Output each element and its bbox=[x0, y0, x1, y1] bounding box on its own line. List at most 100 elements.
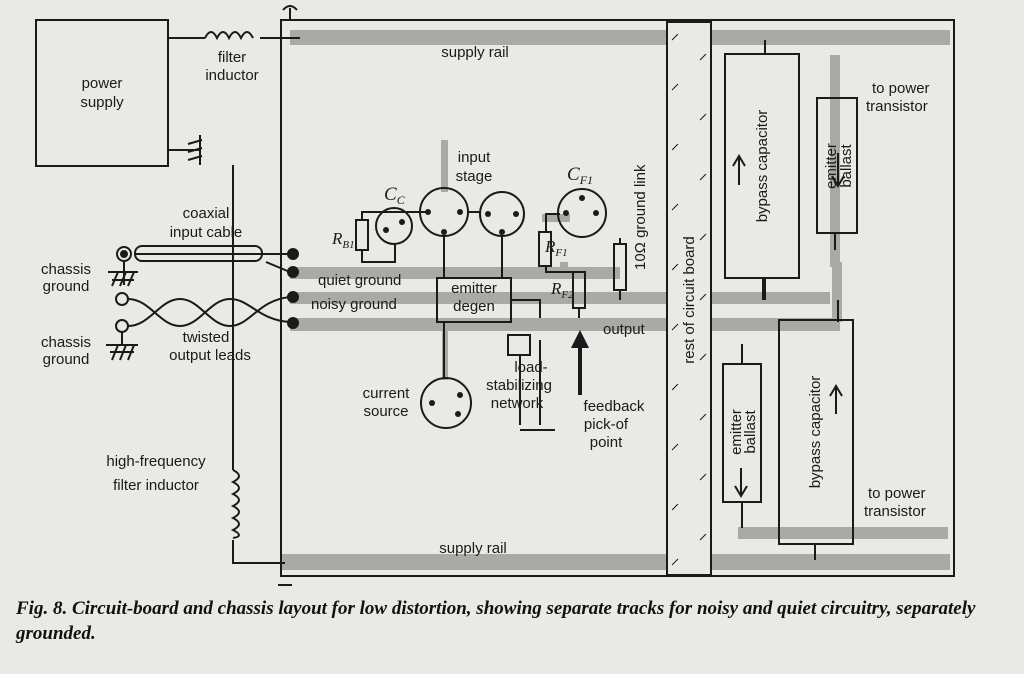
components bbox=[355, 40, 839, 431]
input-connections bbox=[106, 245, 299, 361]
top-antenna bbox=[282, 5, 298, 20]
supply-rail-top-label: supply rail bbox=[441, 44, 509, 61]
text-labels: power supply filter inductor supply rail… bbox=[41, 44, 930, 557]
rest-of-circuit-board-strip bbox=[666, 21, 712, 576]
supply-rail-top-track bbox=[290, 30, 950, 45]
chassis-ground-2-symbol bbox=[106, 332, 138, 361]
current-arrow-3 bbox=[734, 468, 748, 498]
emitter-ballast-top bbox=[816, 97, 858, 234]
quiet-ground-track bbox=[290, 267, 620, 279]
twisted-lead-node-2 bbox=[115, 319, 129, 333]
to-power-transistor-top-2: transistor bbox=[866, 98, 928, 115]
power-supply-box bbox=[35, 19, 169, 167]
cf-stub-track bbox=[542, 214, 570, 222]
supply-rail-bottom-track bbox=[280, 554, 950, 570]
emitter-degen-label-2: degen bbox=[453, 298, 495, 315]
filter-inductor-coil bbox=[204, 31, 254, 41]
rf-link-track bbox=[560, 262, 568, 274]
input-stage-label-2: stage bbox=[456, 168, 493, 185]
emitter-degen-label-1: emitter bbox=[451, 280, 497, 297]
quiet-ground-label: quiet ground bbox=[318, 272, 401, 289]
rb1-resistor bbox=[355, 219, 369, 251]
load-network-label-1: load- bbox=[514, 359, 547, 376]
hf-inductor-coil bbox=[230, 469, 240, 539]
component-wiring bbox=[361, 211, 621, 431]
hf-wire bbox=[232, 165, 285, 564]
figure-caption: Fig. 8. Circuit-board and chassis layout… bbox=[16, 596, 1016, 646]
chassis-ground-1-label-1: chassis bbox=[41, 261, 91, 278]
coax-connector-inner bbox=[120, 250, 128, 258]
input-stage-label-1: input bbox=[458, 149, 491, 166]
feedback-label-2: pick-of bbox=[584, 416, 629, 433]
ps-ground-symbol bbox=[187, 139, 203, 161]
rail-link-right-mid bbox=[832, 262, 842, 322]
supply-rail-bottom-label: supply rail bbox=[439, 540, 507, 557]
coaxial-cable-label-1: coaxial bbox=[183, 205, 230, 222]
right-wiring bbox=[741, 278, 816, 560]
bypass-capacitor-top-label: bypass capacitor bbox=[754, 110, 771, 223]
current-arrow-2 bbox=[831, 153, 845, 188]
feedback-label-1: feedback bbox=[584, 398, 645, 415]
caption-text: Circuit-board and chassis layout for low… bbox=[16, 598, 976, 644]
power-supply-label-2: supply bbox=[80, 94, 124, 111]
rf2-symbol: RF2 bbox=[550, 279, 574, 301]
noisy-ground-terminal bbox=[287, 291, 299, 303]
current-source-label-1: current bbox=[363, 385, 411, 402]
feedback-arrow bbox=[571, 330, 589, 395]
load-network-label-2: stabilizing bbox=[486, 377, 552, 394]
cc-symbol: CC bbox=[384, 184, 406, 207]
emitter-ballast-bottom-label-1: emitter bbox=[728, 409, 745, 455]
rest-of-board-label: rest of circuit board bbox=[681, 236, 698, 364]
input-stage-lead-track bbox=[441, 140, 448, 192]
current-source-transistor bbox=[420, 377, 472, 429]
right-section bbox=[666, 21, 858, 576]
coaxial-cable-label-2: input cable bbox=[170, 224, 243, 241]
rail-stubs bbox=[764, 40, 839, 322]
output-track bbox=[290, 318, 840, 331]
current-arrow-4 bbox=[829, 384, 843, 414]
twisted-lead-node-1 bbox=[115, 292, 129, 306]
ground-link-label: 10Ω ground link bbox=[632, 164, 649, 270]
coax-connector bbox=[116, 246, 132, 262]
ballast-to-rail-track bbox=[738, 527, 948, 539]
load-network-box bbox=[507, 334, 531, 356]
hf-inductor-label-1: high-frequency bbox=[106, 453, 206, 470]
twisted-leads-label-1: twisted bbox=[183, 329, 230, 346]
output-label: output bbox=[603, 321, 646, 338]
filter-inductor-label-1: filter bbox=[218, 49, 246, 66]
emitter-ballast-top-label-1: emitter bbox=[823, 143, 840, 189]
feedback-label-3: point bbox=[590, 434, 623, 451]
coax-terminal bbox=[287, 248, 299, 260]
power-supply-label-1: power bbox=[82, 75, 123, 92]
cc-capacitor bbox=[375, 207, 413, 245]
noisy-ground-label: noisy ground bbox=[311, 296, 397, 313]
load-network-label-3: network bbox=[491, 395, 544, 412]
cf1-symbol: CF1 bbox=[567, 164, 593, 187]
filter-inductor-label-2: inductor bbox=[205, 67, 258, 84]
current-arrow-1 bbox=[732, 154, 746, 185]
twisted-output-leads bbox=[127, 296, 291, 328]
hatch-pattern bbox=[671, 33, 707, 566]
quiet-ground-wire bbox=[265, 261, 291, 273]
to-power-transistor-bottom-1: to power bbox=[868, 485, 926, 502]
to-power-transistor-bottom-2: transistor bbox=[864, 503, 926, 520]
current-source-label-2: source bbox=[363, 403, 408, 420]
chassis-ground-2-label-2: ground bbox=[43, 351, 90, 368]
rail-link-right-top bbox=[830, 55, 840, 267]
terminal-dots bbox=[383, 195, 599, 417]
to-power-transistor-top-1: to power bbox=[872, 80, 930, 97]
emitter-ballast-bottom-label-2: ballast bbox=[742, 409, 759, 453]
twisted-leads-label-2: output leads bbox=[169, 347, 251, 364]
bypass-capacitor-bottom-label: bypass capacitor bbox=[807, 376, 824, 489]
chassis-ground-2-label-1: chassis bbox=[41, 334, 91, 351]
output-terminal bbox=[287, 317, 299, 329]
tracks bbox=[280, 30, 950, 570]
hf-inductor-label-2: filter inductor bbox=[113, 477, 199, 494]
rb1-symbol: RB1 bbox=[331, 229, 355, 251]
figure-label: Fig. 8. bbox=[16, 598, 68, 619]
rf1-symbol: RF1 bbox=[544, 237, 568, 259]
chassis-ground-1-symbol bbox=[111, 271, 135, 287]
emitter-ballast-top-label-2: ballast bbox=[838, 143, 855, 187]
